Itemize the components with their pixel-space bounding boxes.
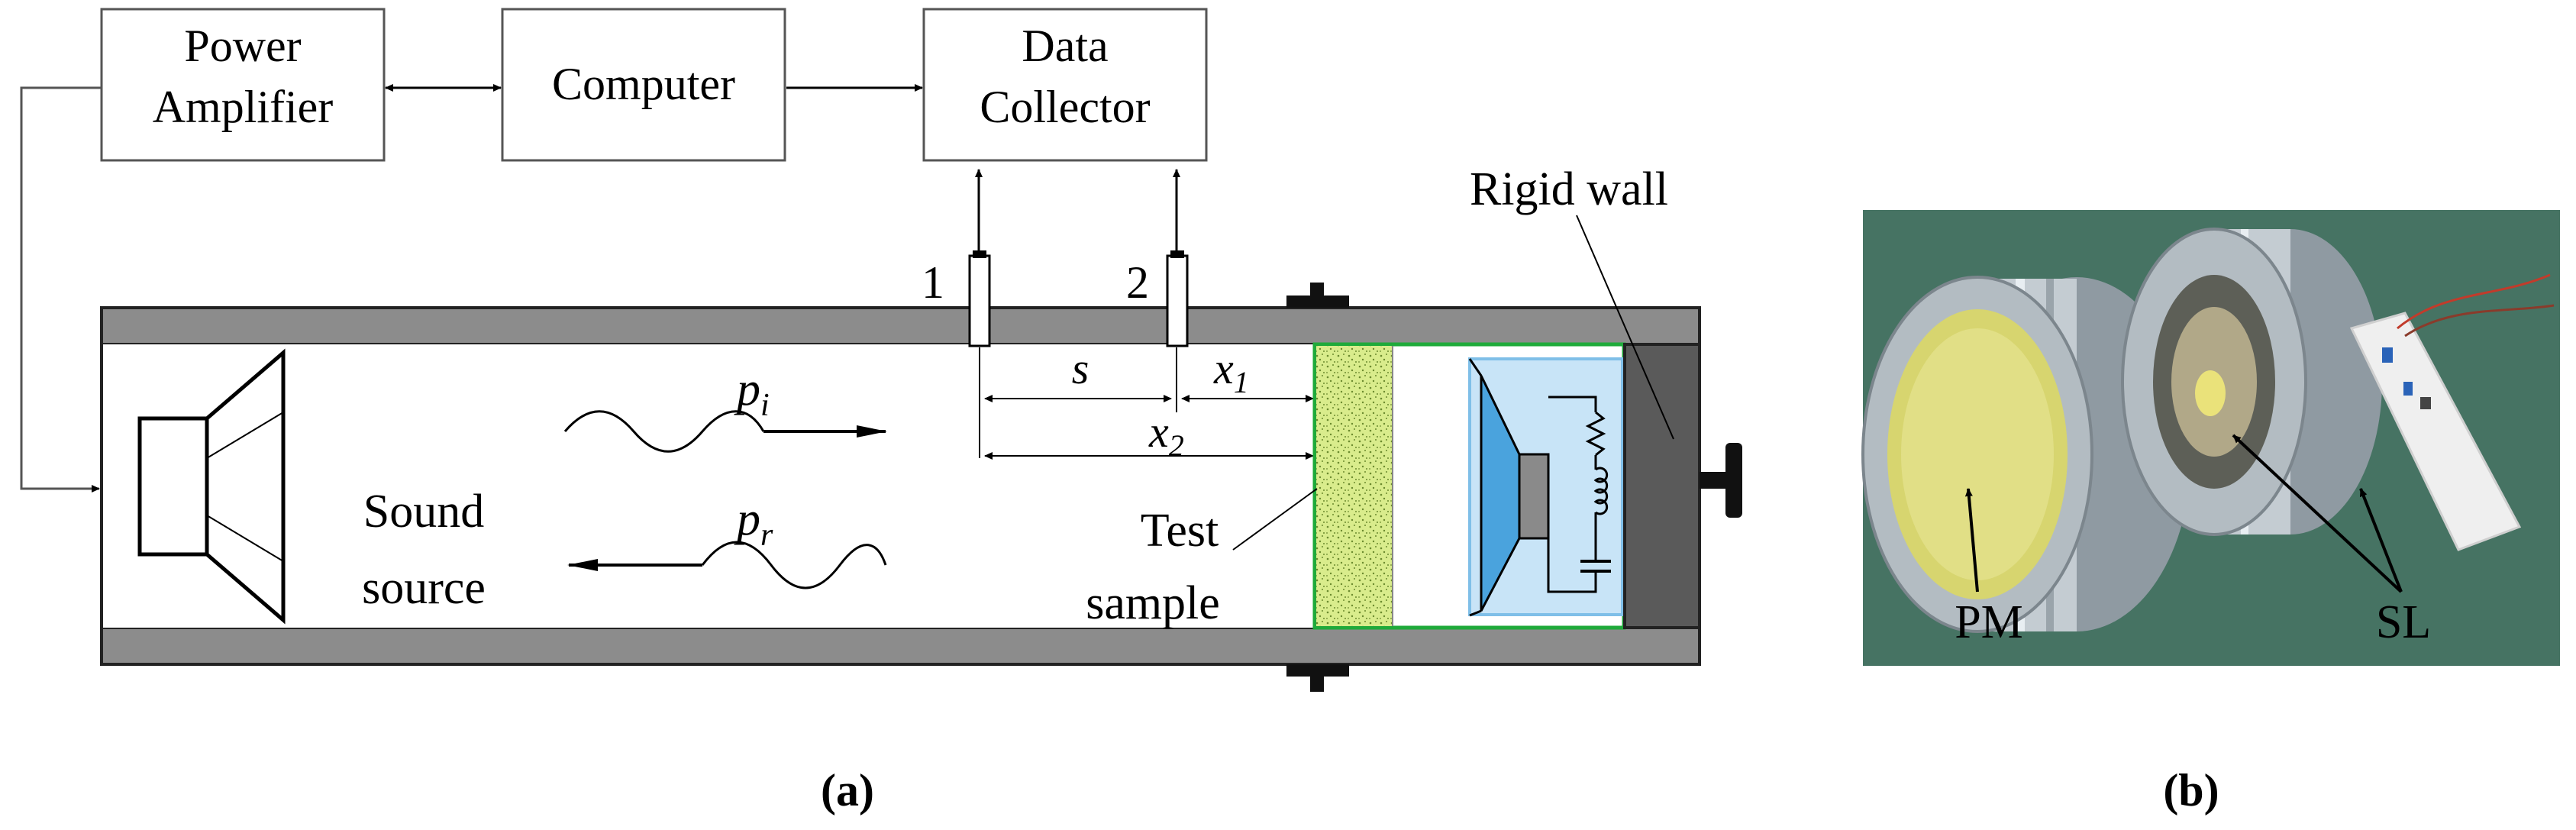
rigid-wall (1623, 343, 1701, 629)
sl-device-image (2121, 228, 2382, 536)
power-amplifier-label-line1: Power (184, 21, 301, 71)
power-amplifier-label-line2: Amplifier (153, 82, 334, 132)
incident-pressure-label: pi (734, 363, 770, 423)
mic-1-label: 1 (922, 257, 944, 308)
spacing-s-label: s (1072, 344, 1089, 393)
test-sample-label-line1: Test (1141, 505, 1219, 557)
porous-layer (1316, 346, 1393, 626)
caption-b: (b) (2163, 765, 2219, 815)
circuit-board-image (2349, 273, 2555, 551)
incident-wave (563, 410, 887, 453)
sound-source-label-line2: source (362, 562, 486, 614)
photograph-pm-sl (1861, 210, 2560, 666)
microphone-2-icon (1166, 250, 1189, 347)
test-sample-label-line2: sample (1086, 577, 1220, 629)
computer-label: Computer (552, 59, 735, 109)
reflected-wave (567, 541, 887, 589)
dimension-lines (979, 347, 1314, 460)
sl-label: SL (2376, 596, 2431, 648)
tube-top-wall (100, 306, 1701, 346)
distance-x2-label: x2 (1148, 407, 1184, 463)
computer-block: Computer (501, 8, 786, 162)
data-collector-label-line1: Data (1022, 21, 1108, 71)
data-collector-label-line2: Collector (980, 82, 1150, 132)
flange-bolt-top (1286, 283, 1349, 308)
rigid-wall-clamp (1700, 443, 1742, 518)
data-collector-block: Data Collector (922, 8, 1208, 162)
mic-2-label: 2 (1126, 257, 1149, 308)
reflected-pressure-label: pr (734, 493, 773, 553)
rigid-wall-leader (1576, 215, 1674, 440)
amplifier-to-speaker-wire (20, 86, 102, 493)
tube-bottom-wall (100, 626, 1701, 666)
microphone-1-icon (968, 250, 991, 347)
test-sample-leader (1232, 488, 1318, 551)
flange-bolt-bottom (1286, 664, 1349, 692)
shunt-loudspeaker-icon (1468, 357, 1624, 617)
caption-a: (a) (821, 765, 874, 815)
rigid-wall-label: Rigid wall (1470, 163, 1668, 215)
distance-x1-label: x1 (1213, 344, 1249, 399)
pm-label: PM (1955, 596, 2023, 648)
loudspeaker-icon (137, 348, 286, 625)
sound-source-label-line1: Sound (363, 486, 484, 538)
power-amplifier-block: Power Amplifier (100, 8, 386, 162)
